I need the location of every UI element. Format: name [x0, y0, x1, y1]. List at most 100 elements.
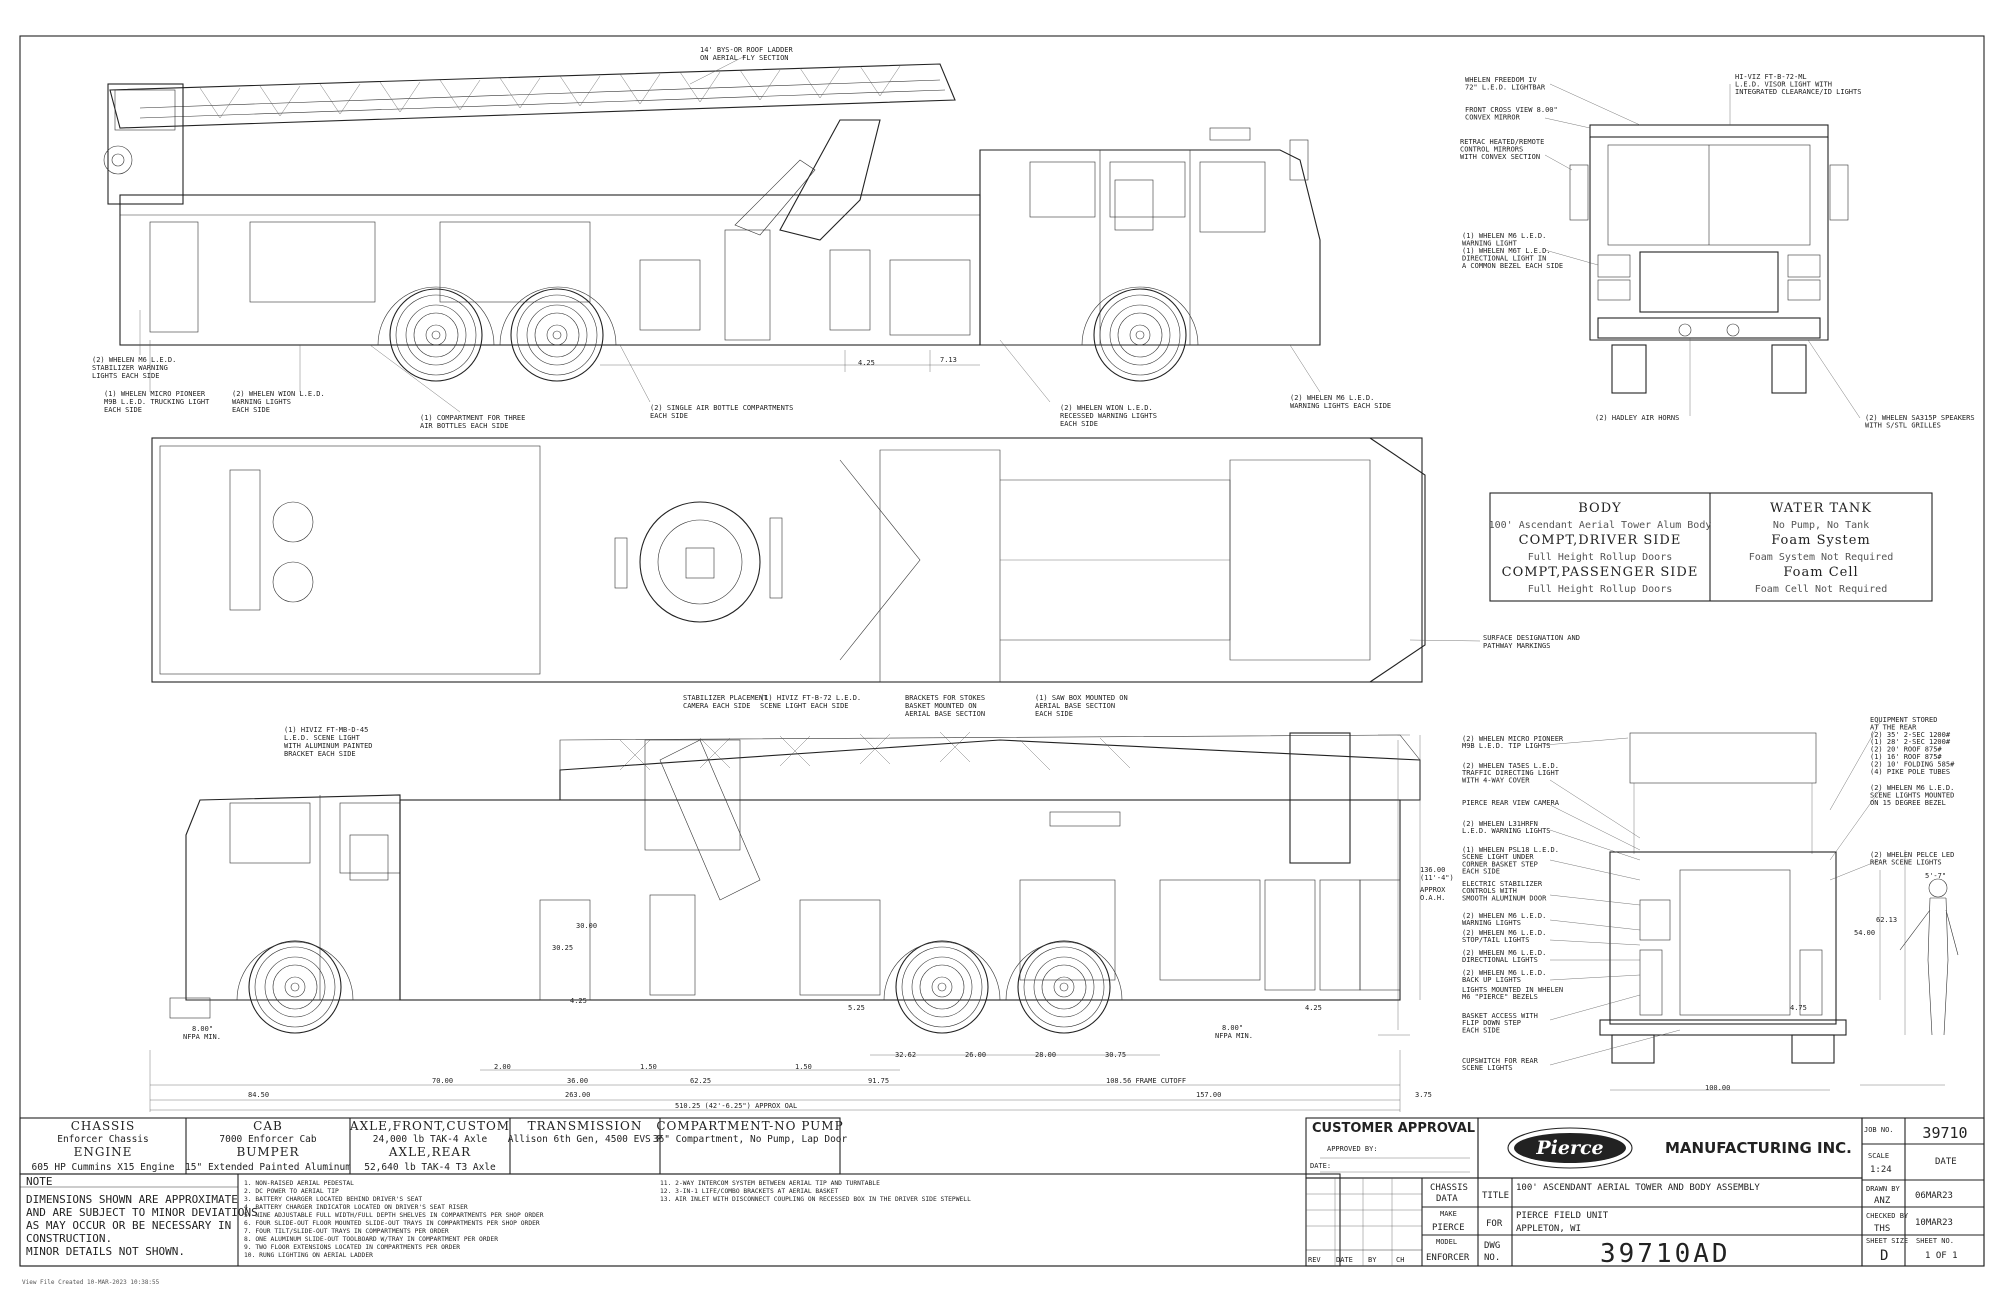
- callout-surface-line: PATHWAY MARKINGS: [1483, 642, 1550, 650]
- spec-value: 24,000 lb TAK-4 Axle: [373, 1134, 488, 1145]
- dim-30-00: 30.00: [576, 922, 597, 930]
- sheet-no-value: 1 OF 1: [1925, 1251, 1958, 1261]
- dim-3-75: 3.75: [1415, 1091, 1432, 1099]
- callout-r9-line: DIRECTIONAL LIGHTS: [1462, 956, 1538, 964]
- aerial-basket: [107, 83, 184, 205]
- callout-speakers-line: WITH S/STL GRILLES: [1865, 422, 1941, 430]
- dim-30-75: 30.75: [1105, 1051, 1126, 1059]
- overall-height-approx: APPROX: [1420, 886, 1446, 894]
- callout-m6warn-line: (1) WHELEN M6T L.E.D.: [1462, 247, 1551, 255]
- checked-by-value: THS: [1874, 1224, 1890, 1234]
- spec-heading: BUMPER: [236, 1145, 299, 1159]
- sheet-size-label: SHEET SIZE: [1866, 1237, 1908, 1245]
- scale-figure: [1899, 878, 1959, 1036]
- callout-r3: PIERCE REAR VIEW CAMERA: [1462, 799, 1560, 807]
- callout-eq-line: (2) 20' ROOF 875#: [1870, 746, 1942, 754]
- callout-ladder-line: ON AERIAL FLY SECTION: [700, 54, 789, 62]
- callout-r7-line: (2) WHELEN M6 L.E.D.: [1462, 912, 1546, 920]
- spec-water-title: WATER TANK: [1770, 501, 1872, 516]
- notes-a-item-line: 4. BATTERY CHARGER INDICATOR LOCATED ON …: [244, 1204, 468, 1211]
- notes-a-item-line: 8. ONE ALUMINUM SLIDE-OUT TOOLBOARD W/TR…: [244, 1236, 498, 1243]
- callout-stabilizer-line: LIGHTS EACH SIDE: [92, 372, 159, 380]
- rear-wheel-2: [510, 288, 604, 382]
- scale-label: SCALE: [1868, 1152, 1889, 1160]
- spec-water-desc: No Pump, No Tank: [1773, 520, 1869, 531]
- callout-ladder-line: 14' BYS-OR ROOF LADDER: [700, 46, 794, 54]
- pierce-logo-oval: [1507, 1127, 1633, 1169]
- callout-r3-line: PIERCE REAR VIEW CAMERA: [1462, 799, 1560, 807]
- spec-value: 605 HP Cummins X15 Engine: [32, 1162, 175, 1173]
- for-label: FOR: [1486, 1219, 1503, 1229]
- callout-hiviz3-line: (1) HIVIZ FT-B-72 L.E.D.: [760, 694, 861, 702]
- notes-b-item: 11. 2-WAY INTERCOM SYSTEM BETWEEN AERIAL…: [660, 1180, 971, 1203]
- dim-7-13: 7.13: [940, 356, 957, 364]
- notes-a-item-line: 2. DC POWER TO AERIAL TIP: [244, 1188, 339, 1195]
- overall-height-oah: O.A.H.: [1420, 894, 1445, 902]
- callout-brackets-line: BASKET MOUNTED ON: [905, 702, 977, 710]
- callout-hiviz3: (1) HIVIZ FT-B-72 L.E.D.SCENE LIGHT EACH…: [760, 694, 861, 710]
- cab: [979, 149, 1321, 346]
- chassis-data-label-1: CHASSIS: [1430, 1183, 1468, 1193]
- spec-value: 15" Extended Painted Aluminum: [185, 1162, 351, 1173]
- spec-heading: AXLE,FRONT,CUSTOM: [349, 1119, 510, 1133]
- callout-sc-line: ON 15 DEGREE BEZEL: [1870, 799, 1946, 807]
- callout-wion2: (2) WHELEN WION L.E.D.RECESSED WARNING L…: [1060, 404, 1157, 428]
- callout-retrac-line: RETRAC HEATED/REMOTE: [1460, 138, 1544, 146]
- callout-r12-line: FLIP DOWN STEP: [1462, 1019, 1521, 1027]
- drawing-number: 39710AD: [1600, 1239, 1731, 1269]
- callout-sawbox-line: AERIAL BASE SECTION: [1035, 702, 1115, 710]
- callout-hiviz2-line: (1) HIVIZ FT-MB-D-45: [284, 726, 368, 734]
- callout-m6warn-line: DIRECTIONAL LIGHT IN: [1462, 255, 1546, 263]
- callout-wion1-line: WARNING LIGHTS: [232, 398, 291, 406]
- callout-r10-line: BACK UP LIGHTS: [1462, 976, 1521, 984]
- callout-stabilizer: (2) WHELEN M6 L.E.D.STABILIZER WARNINGLI…: [92, 356, 176, 380]
- callout-r12-line: EACH SIDE: [1462, 1026, 1500, 1034]
- rear-view: [1544, 721, 1959, 1066]
- rear-wheel-lower-1: [895, 940, 989, 1034]
- nfpa-min-1-value: 8.00": [192, 1025, 213, 1033]
- spec-value: Allison 6th Gen, 4500 EVS P: [508, 1134, 663, 1145]
- overall-height-ft: (11'-4"): [1420, 874, 1454, 882]
- dim-4-25-b: 4.25: [1305, 1004, 1322, 1012]
- callout-r4-line: L.E.D. WARNING LIGHTS: [1462, 827, 1551, 835]
- callout-hiviz2-line: WITH ALUMINUM PAINTED: [284, 742, 373, 750]
- nfpa-min-2-value: 8.00": [1222, 1024, 1243, 1032]
- dim-32-62: 32.62: [895, 1051, 916, 1059]
- callout-sc: (2) WHELEN M6 L.E.D.SCENE LIGHTS MOUNTED…: [1870, 784, 1954, 807]
- footer-timestamp: View File Created 10-MAR-2023 10:38:55: [22, 1279, 160, 1286]
- callout-r7: (2) WHELEN M6 L.E.D.WARNING LIGHTS: [1462, 912, 1546, 927]
- callout-r5: (1) WHELEN PSL18 L.E.D.SCENE LIGHT UNDER…: [1462, 846, 1559, 876]
- callout-r10: (2) WHELEN M6 L.E.D.BACK UP LIGHTS: [1462, 969, 1546, 984]
- model-value: ENFORCER: [1426, 1253, 1470, 1263]
- drawn-date: 06MAR23: [1915, 1191, 1953, 1201]
- callout-hiviz-line: INTEGRATED CLEARANCE/ID LIGHTS: [1735, 88, 1861, 96]
- job-no-value: 39710: [1922, 1124, 1967, 1142]
- rear-body: [1609, 851, 1837, 1025]
- customer-date-label: DATE:: [1310, 1162, 1331, 1170]
- for-value-2: APPLETON, WI: [1516, 1224, 1581, 1234]
- callout-wion2-line: (2) WHELEN WION L.E.D.: [1060, 404, 1153, 412]
- checked-by-label: CHECKED BY: [1866, 1212, 1909, 1220]
- spec-cell-title: Foam Cell: [1783, 565, 1858, 580]
- callout-brackets-line: BRACKETS FOR STOKES: [905, 694, 985, 702]
- dim-70-00: 70.00: [432, 1077, 453, 1085]
- title-block: APPROVED BY: DATE: CUSTOMER APPROVAL Pie…: [19, 1117, 1985, 1269]
- aerial-ladder-lower: [559, 739, 1421, 801]
- notes-b-item-line: 12. 3-IN-1 LIFE/COMBO BRACKETS AT AERIAL…: [660, 1188, 838, 1195]
- model-label: MODEL: [1436, 1238, 1457, 1246]
- dim-84-50: 84.50: [248, 1091, 269, 1099]
- callout-brackets-line: AERIAL BASE SECTION: [905, 710, 985, 718]
- dim-2-00: 2.00: [494, 1063, 511, 1071]
- dim-5-7: 5'-7": [1925, 872, 1946, 880]
